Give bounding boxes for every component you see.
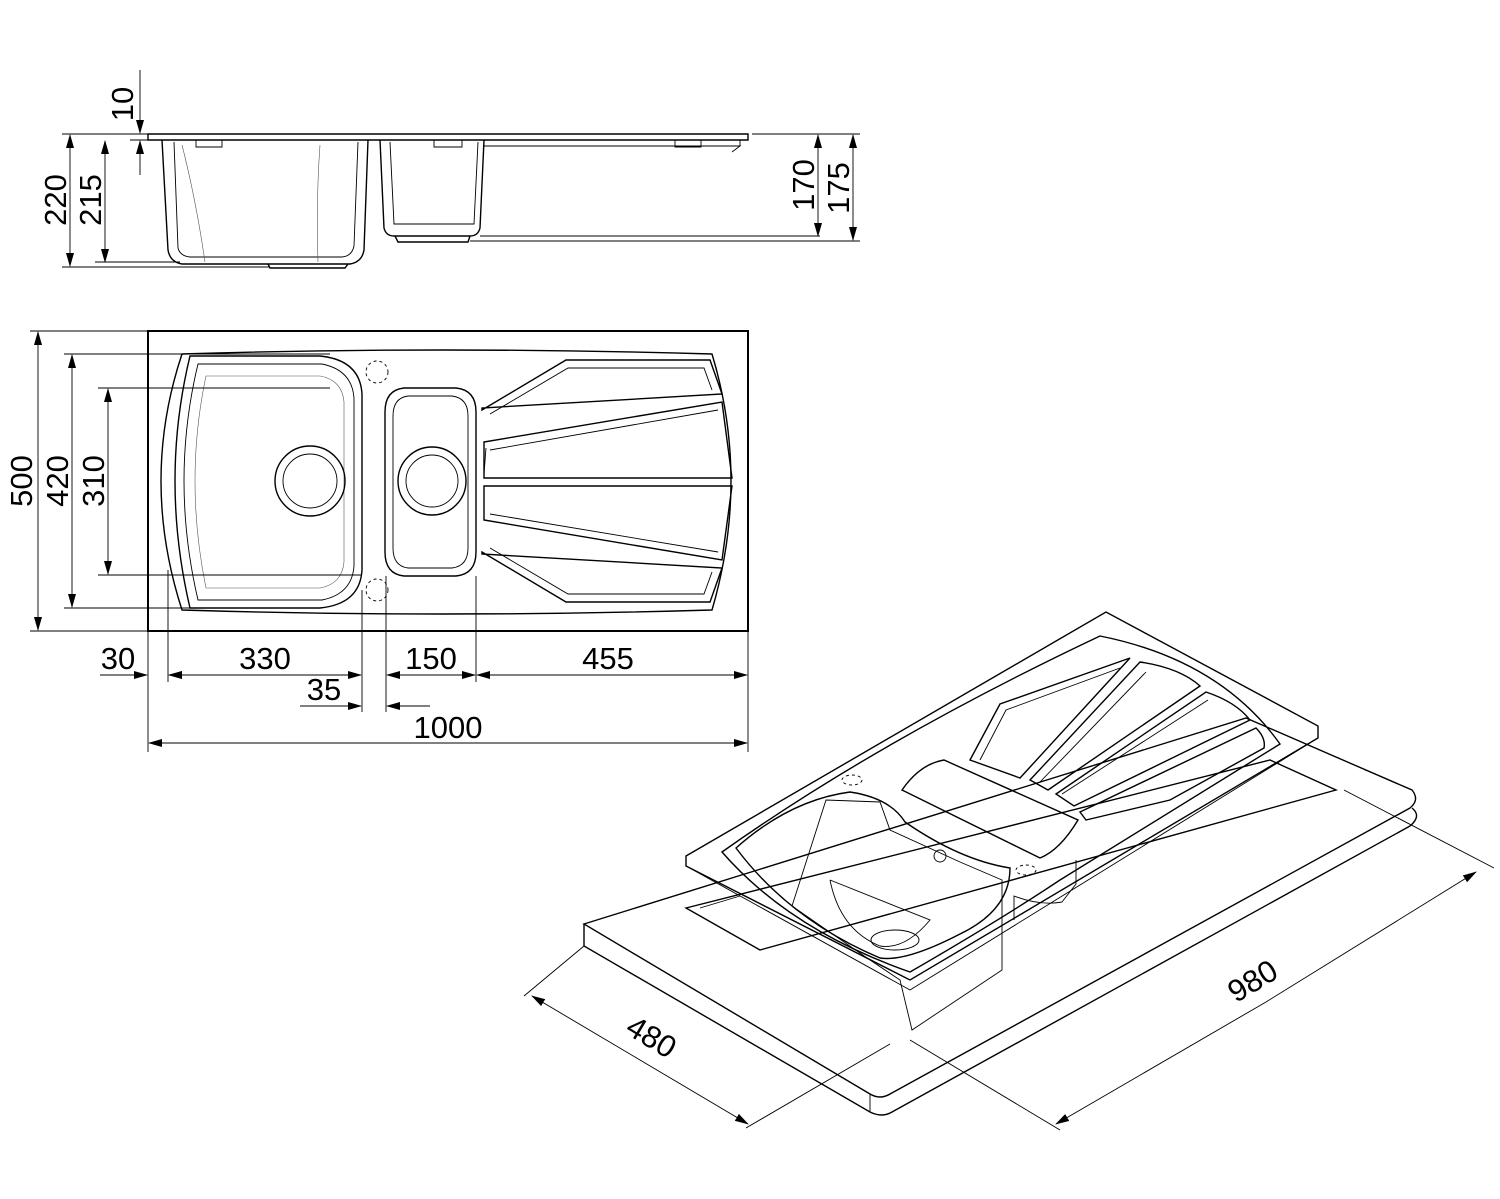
- top-small-bowl: [384, 387, 477, 577]
- small-bowl-drain: [397, 446, 467, 516]
- dim-bowl-gap: 35: [307, 672, 341, 707]
- dim-small-bowl-width: 150: [405, 641, 457, 676]
- drainer-rib-4: [481, 550, 723, 603]
- dim-small-bowl-depth: 170: [786, 159, 821, 211]
- iso-sink-rim: [720, 635, 1282, 973]
- iso-main-bowl: [735, 791, 1011, 960]
- iso-tap-hole-2: [1015, 864, 1037, 876]
- dim-main-bowl-width: 330: [239, 641, 291, 676]
- dim-left-margin: 30: [101, 641, 135, 676]
- top-outer-frame: [147, 330, 749, 632]
- dim-main-bowl-depth: 215: [73, 174, 108, 226]
- iso-small-bowl: [900, 759, 1080, 859]
- iso-drainer-rib-4: [1078, 727, 1266, 821]
- drainer-rib-1: [481, 359, 723, 412]
- top-view: 500 420 310 30 330 150 455: [4, 330, 749, 752]
- side-small-bowl: [379, 139, 485, 237]
- tap-hole-bottom: [365, 578, 389, 602]
- worktop-cutout: [684, 759, 1339, 951]
- worktop-top: [582, 717, 1417, 1098]
- drainer-rib-3: [483, 485, 733, 561]
- iso-drainer-rib-2: [1028, 661, 1202, 791]
- drainer-rib-2: [483, 401, 733, 479]
- dim-small-bowl-total: 175: [821, 162, 856, 214]
- side-main-bowl: [161, 139, 369, 265]
- dim-drainer-width: 455: [582, 641, 634, 676]
- isometric-view: 480 980: [523, 611, 1495, 1131]
- side-view: 10 220 215 170 175: [38, 70, 860, 269]
- tap-hole-top: [365, 360, 389, 384]
- dim-depth-total: 500: [4, 455, 39, 507]
- top-sink-outline: [160, 349, 732, 615]
- side-rim: [147, 133, 749, 141]
- dim-cutout-width: 980: [1221, 953, 1283, 1010]
- dim-total-depth: 220: [38, 174, 73, 226]
- dim-cutout-depth: 480: [620, 1009, 682, 1066]
- dim-depth-inner: 420: [40, 455, 75, 507]
- iso-drainer-rib-1: [969, 657, 1131, 779]
- top-main-bowl: [174, 355, 363, 609]
- dim-depth-bowl: 310: [76, 455, 111, 507]
- iso-tap-hole-1: [841, 774, 863, 786]
- main-bowl-drain: [274, 445, 346, 517]
- iso-drainer-rib-3: [1054, 691, 1252, 807]
- iso-main-drain: [870, 929, 920, 951]
- worktop-front-edge: [583, 807, 1418, 1116]
- dim-rim: 10: [105, 87, 140, 121]
- dim-overall-width: 1000: [414, 710, 483, 745]
